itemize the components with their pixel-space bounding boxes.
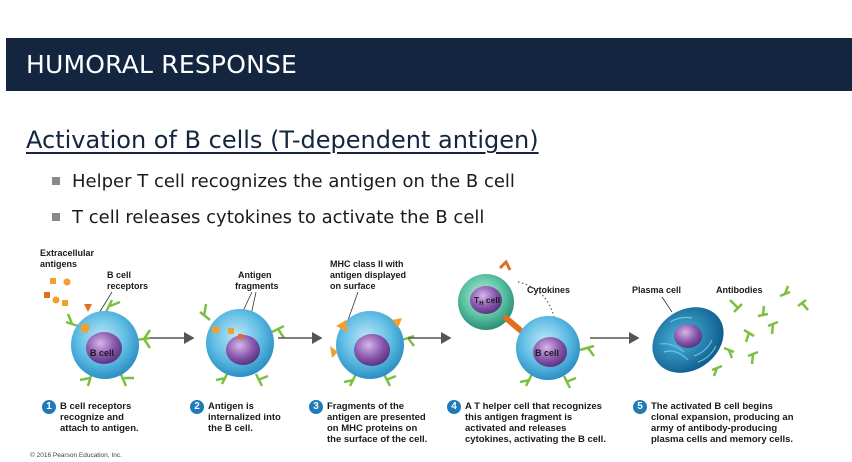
th-cell: TH cell xyxy=(458,259,523,333)
copyright-notice: © 2016 Pearson Education, Inc. xyxy=(30,452,122,459)
page-title: HUMORAL RESPONSE xyxy=(26,50,298,79)
step-text: A T helper cell that recognizes this ant… xyxy=(465,401,606,445)
free-antigens xyxy=(44,278,92,312)
bullet-list: Helper T cell recognizes the antigen on … xyxy=(52,171,515,243)
b-cell-3 xyxy=(330,311,415,387)
b-cell-label-1: B cell xyxy=(90,348,114,358)
label-mhc: MHC class II with xyxy=(330,259,404,269)
step-number: 5 xyxy=(633,400,647,414)
plasma-cell xyxy=(652,307,724,373)
b-cell-label-2: B cell xyxy=(535,348,559,358)
bullet-item: T cell releases cytokines to activate th… xyxy=(52,207,515,243)
slide-subtitle: Activation of B cells (T-dependent antig… xyxy=(26,126,539,154)
step-text: B cell receptors recognize and attach to… xyxy=(60,401,139,434)
th-cell-label: T xyxy=(474,295,480,305)
b-cell-1: B cell xyxy=(65,299,152,387)
title-bar: HUMORAL RESPONSE xyxy=(6,38,852,91)
step-text: The activated B cell begins clonal expan… xyxy=(651,401,794,445)
label-extracellular-antigens-2: antigens xyxy=(40,259,77,269)
bullet-item: Helper T cell recognizes the antigen on … xyxy=(52,171,515,207)
step-number: 4 xyxy=(447,400,461,414)
bullet-square-icon xyxy=(52,177,60,185)
label-antibodies: Antibodies xyxy=(716,285,763,295)
label-b-cell-receptors: B cell xyxy=(107,270,131,280)
step-number: 2 xyxy=(190,400,204,414)
step-text: Fragments of the antigen are presented o… xyxy=(327,401,428,445)
b-cell-2 xyxy=(199,303,286,387)
step-number: 1 xyxy=(42,400,56,414)
step-text: Antigen is internalized into the B cell. xyxy=(208,401,281,434)
b-cell-activation-diagram: Extracellular antigens B cell receptors … xyxy=(40,248,809,389)
label-mhc-2: antigen displayed xyxy=(330,270,406,280)
label-extracellular-antigens: Extracellular xyxy=(40,248,95,258)
label-mhc-3: on surface xyxy=(330,281,376,291)
label-cytokines: Cytokines xyxy=(527,285,570,295)
label-antigen-fragments: Antigen xyxy=(238,270,272,280)
bullet-square-icon xyxy=(52,213,60,221)
step-number: 3 xyxy=(309,400,323,414)
svg-text:TH cell: TH cell xyxy=(474,295,500,307)
label-plasma-cell: Plasma cell xyxy=(632,285,681,295)
b-cell-4: B cell xyxy=(516,316,595,389)
antibodies xyxy=(711,285,809,377)
label-b-cell-receptors-2: receptors xyxy=(107,281,148,291)
label-antigen-fragments-2: fragments xyxy=(235,281,279,291)
